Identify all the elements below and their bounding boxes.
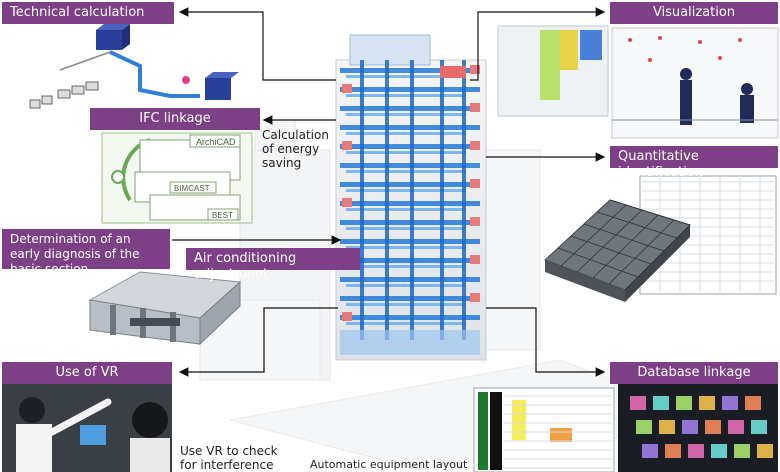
arrow-use-of-vr xyxy=(178,307,338,377)
connector-arrows xyxy=(172,7,606,377)
air-conditioning-label: Air conditioning adjustment xyxy=(186,248,360,282)
technical-calculation-label: Technical calculation xyxy=(2,2,174,24)
equipment-layout-caption: Automatic equipment layout xyxy=(310,458,468,471)
vr-photo xyxy=(2,382,172,472)
bimcast-label: BIMCAST xyxy=(174,184,210,193)
early-diagnosis-label: Determination of an early diagnosis of t… xyxy=(2,229,170,276)
arrow-visualization xyxy=(470,7,606,81)
best-label: BEST xyxy=(212,211,233,220)
tower-riser-pipes xyxy=(360,60,466,340)
vr-interference-caption: Use VR to check for interference xyxy=(180,444,278,472)
ifc-linkage-label: IFC linkage xyxy=(90,108,260,130)
visualization-label: Visualization xyxy=(610,2,778,24)
database-linkage-image xyxy=(618,382,778,472)
archicad-label: ArchiCAD xyxy=(196,137,236,147)
equipment-layout-spreadsheet xyxy=(473,387,615,472)
visualization-image xyxy=(497,25,779,139)
technical-calculation-image xyxy=(29,24,239,109)
database-linkage-label: Database linkage xyxy=(610,362,778,384)
quantitative-identification-image xyxy=(544,175,777,302)
energy-saving-caption: Calculation of energy saving xyxy=(262,128,329,170)
quantitative-identification-label: Quantitative identification xyxy=(610,146,778,180)
software-tags: ArchiCAD BIMCAST BEST xyxy=(169,134,241,221)
tower-model xyxy=(335,34,487,361)
arrow-technical-calculation xyxy=(178,7,336,81)
use-of-vr-label: Use of VR xyxy=(2,362,172,384)
arrow-database xyxy=(486,307,606,377)
ifc-linkage-image xyxy=(101,132,253,224)
structure-model-image xyxy=(88,271,242,346)
